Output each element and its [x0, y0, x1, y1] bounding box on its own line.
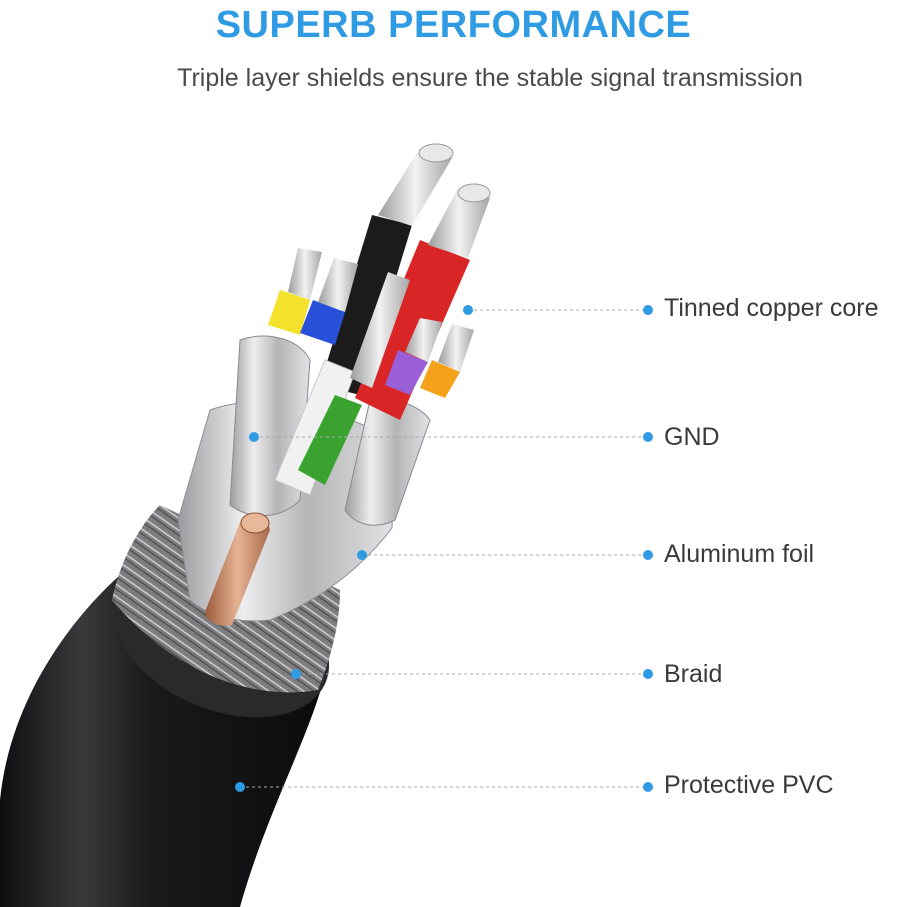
page-subtitle: Triple layer shields ensure the stable s… [177, 64, 803, 92]
aluminum-foil-end-dot [643, 550, 653, 560]
wire-white [274, 359, 356, 496]
callout-braid: Braid [664, 660, 723, 688]
callout-gnd: GND [664, 423, 720, 451]
wire-yellow [268, 290, 310, 335]
page-title: SUPERB PERFORMANCE [215, 4, 692, 46]
tinned-copper-core-end-dot [643, 305, 653, 315]
gnd-copper-wire [205, 518, 270, 626]
wire-red [355, 240, 470, 420]
gnd-end-dot [643, 432, 653, 442]
callout-aluminum-foil: Aluminum foil [664, 540, 815, 568]
braid-start-dot [291, 669, 301, 679]
wire-blue [300, 300, 345, 345]
braid-end-dot [643, 669, 653, 679]
callout-protective-pvc: Protective PVC [664, 771, 834, 799]
wire-green [298, 395, 362, 485]
protective-pvc-start-dot [235, 782, 245, 792]
aluminum-foil-start-dot [357, 550, 367, 560]
protective-pvc-end-dot [643, 782, 653, 792]
wire-purple [385, 350, 428, 395]
wire-orange [420, 360, 460, 398]
gnd-start-dot [249, 432, 259, 442]
wire-black [320, 215, 412, 395]
callout-tinned-copper-core: Tinned copper core [664, 294, 879, 322]
tinned-copper-core-start-dot [463, 305, 473, 315]
